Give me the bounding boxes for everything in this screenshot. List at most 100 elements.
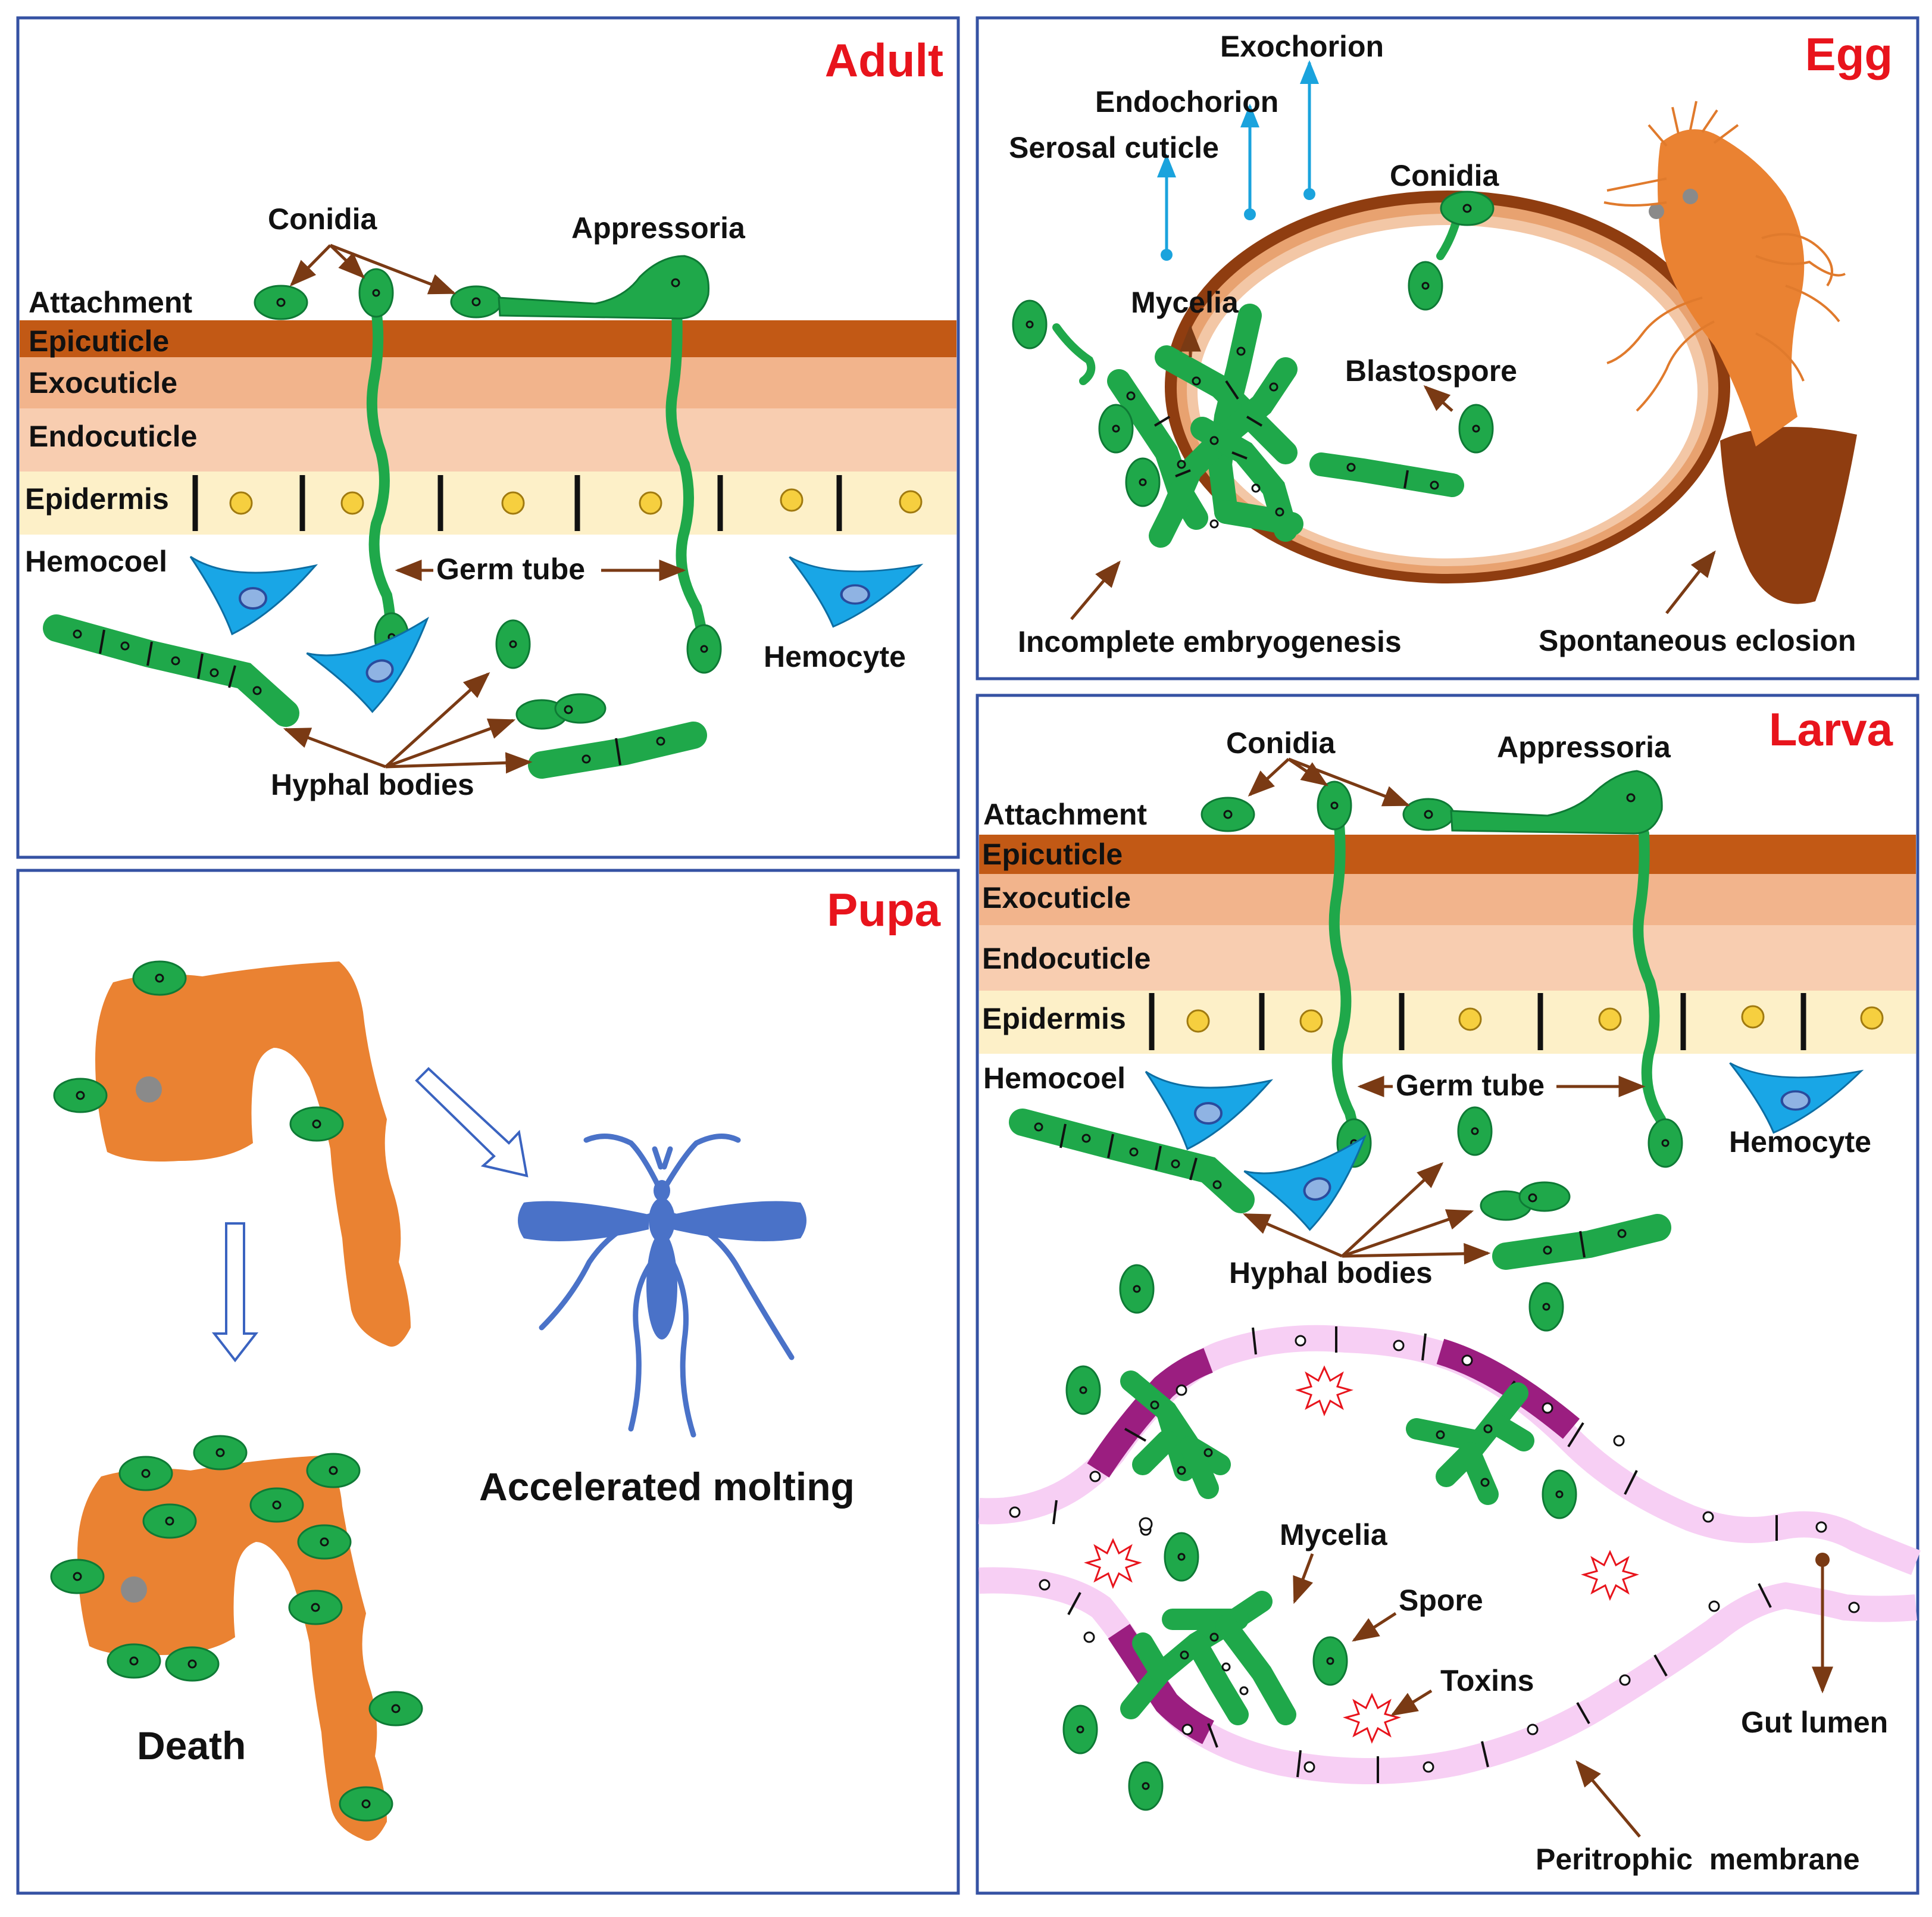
adult-conidia-label: Conidia xyxy=(268,202,378,236)
adult-hyphal-arrows xyxy=(283,672,533,774)
larva-peritrophic-membrane-label: Peritrophic membrane xyxy=(1536,1843,1860,1876)
larva-hyphal-bodies-label: Hyphal bodies xyxy=(1229,1256,1433,1290)
larva-hemocyte-label: Hemocyte xyxy=(1729,1125,1871,1159)
larva-gut-mycelia-nuclei xyxy=(1150,1400,1493,1696)
larva-attachment-label: Attachment xyxy=(983,798,1147,831)
larva-epidermis-label: Epidermis xyxy=(982,1002,1126,1035)
egg-hatched-shell xyxy=(1720,427,1857,604)
larva-peritrophic-membrane-lower xyxy=(978,1567,1917,1784)
adult-germ-tube-left xyxy=(366,304,396,642)
larva-conidium-1 xyxy=(1201,797,1255,832)
larva-hyphal-arrows xyxy=(1242,1162,1491,1265)
larva-endocuticle-layer xyxy=(979,925,1916,991)
egg-hyphal-body-1 xyxy=(1098,404,1134,454)
larva-appressoria-label: Appressoria xyxy=(1497,730,1671,764)
larva-epidermis-cells xyxy=(1149,993,1806,1050)
egg-mycelia-septa xyxy=(1153,380,1409,489)
egg-layer-dots xyxy=(1161,188,1315,261)
larva-gut-lumen-dot xyxy=(1815,1553,1830,1567)
adult-epidermis-label: Epidermis xyxy=(25,482,169,516)
larva-gut-mycelia xyxy=(1120,1370,1534,1725)
egg-exochorion-label: Exochorion xyxy=(1220,30,1384,63)
larva-germ-tube-left xyxy=(1328,819,1361,1148)
egg-conidium-right-inner xyxy=(1408,261,1443,311)
egg-mycelia-nuclei xyxy=(1126,346,1439,529)
adult-exocuticle-label: Exocuticle xyxy=(29,366,177,399)
egg-layer-pointers xyxy=(1157,60,1319,255)
adult-endocuticle-layer xyxy=(20,408,956,472)
egg-conidia-label: Conidia xyxy=(1390,159,1500,192)
larva-appressorium xyxy=(1402,770,1663,835)
pupa-accelerated-molting-label: Accelerated molting xyxy=(479,1465,855,1509)
adult-germ-tube-right xyxy=(665,304,709,651)
larva-membrane-marks xyxy=(1052,1326,1778,1783)
larva-free-spore-white xyxy=(1139,1517,1153,1531)
larva-conidium-2 xyxy=(1317,780,1352,831)
egg-arrows xyxy=(1070,324,1716,620)
adult-hyphal-body-2 xyxy=(515,693,607,730)
larva-toxins-label: Toxins xyxy=(1440,1664,1534,1697)
adult-appressoria-label: Appressoria xyxy=(571,211,746,245)
egg-title: Egg xyxy=(1805,28,1893,80)
egg-mycelia-label: Mycelia xyxy=(1131,286,1239,319)
larva-hemocoel-label: Hemocoel xyxy=(983,1061,1126,1095)
larva-hyphal-body-3 xyxy=(1492,1214,1671,1270)
adult-exocuticle-layer xyxy=(20,357,956,408)
adult-attachment-label: Attachment xyxy=(29,286,192,319)
pupa-death-label: Death xyxy=(137,1724,246,1768)
larva-hyphal-body-1 xyxy=(1457,1106,1493,1156)
adult-conidium-2 xyxy=(358,268,394,318)
larva-mycelia-label: Mycelia xyxy=(1280,1518,1388,1551)
egg-conidium-left xyxy=(1012,299,1048,349)
larva-title: Larva xyxy=(1769,703,1893,755)
adult-hyphal-body-1 xyxy=(495,619,531,669)
larva-gut-arrows xyxy=(1293,1553,1833,1838)
adult-conidium-1 xyxy=(254,285,308,320)
pupa-body-top xyxy=(95,961,411,1347)
larva-exocuticle-layer xyxy=(979,874,1916,925)
larva-epicuticle-label: Epicuticle xyxy=(982,838,1123,871)
larva-gut-lumen-label: Gut lumen xyxy=(1741,1706,1888,1739)
adult-hemocoel-label: Hemocoel xyxy=(25,545,167,578)
adult-appressorium xyxy=(450,255,709,320)
adult-epidermis-cells xyxy=(192,475,842,531)
larva-exocuticle-label: Exocuticle xyxy=(982,881,1131,914)
pupa-hollow-arrows xyxy=(211,1067,529,1363)
larva-hyphal-body-chain xyxy=(1009,1109,1255,1213)
egg-blastospore-label: Blastospore xyxy=(1345,354,1517,388)
larva-conidia-label: Conidia xyxy=(1226,726,1336,760)
egg-serosal-cuticle-label: Serosal cuticle xyxy=(1009,131,1219,164)
egg-conidium-left-tube xyxy=(1052,323,1096,385)
adult-epicuticle-layer xyxy=(20,320,956,357)
pupa-title: Pupa xyxy=(827,883,940,936)
larva-germ-tube-tip-right xyxy=(1647,1118,1683,1168)
larva-hyphal-body-2 xyxy=(1480,1181,1571,1221)
egg-emerging-larva xyxy=(1603,101,1846,447)
egg-incomplete-embryogenesis-label: Incomplete embryogenesis xyxy=(1018,625,1402,658)
larva-conidia-arrows xyxy=(1248,757,1411,807)
adult-hyphal-bodies-label: Hyphal bodies xyxy=(271,768,474,801)
larva-spore-label: Spore xyxy=(1399,1584,1483,1617)
adult-hyphal-body-3 xyxy=(528,722,707,779)
adult-epicuticle-label: Epicuticle xyxy=(29,324,169,358)
larva-endocuticle-label: Endocuticle xyxy=(982,942,1151,975)
larva-epicuticle-layer xyxy=(979,835,1916,874)
larva-spore-a xyxy=(1119,1264,1155,1314)
egg-hyphal-body-2 xyxy=(1125,457,1161,507)
adult-endocuticle-label: Endocuticle xyxy=(29,420,197,453)
adult-title: Adult xyxy=(825,34,943,86)
adult-conidia-arrows xyxy=(289,243,457,295)
adult-hemocyte-label: Hemocyte xyxy=(764,640,906,673)
egg-conidium-right xyxy=(1440,191,1495,226)
mosquito xyxy=(518,1134,806,1438)
egg-endochorion-label: Endochorion xyxy=(1095,85,1278,118)
adult-germ-tube-label: Germ tube xyxy=(436,552,585,586)
adult-germ-tube-tip-right xyxy=(686,624,722,674)
larva-germ-tube-label: Germ tube xyxy=(1396,1069,1545,1102)
egg-blastospore xyxy=(1458,404,1494,454)
larva-germ-tube-right xyxy=(1633,828,1671,1151)
larva-spore-b xyxy=(1528,1282,1564,1332)
egg-spontaneous-eclosion-label: Spontaneous eclosion xyxy=(1539,624,1856,657)
